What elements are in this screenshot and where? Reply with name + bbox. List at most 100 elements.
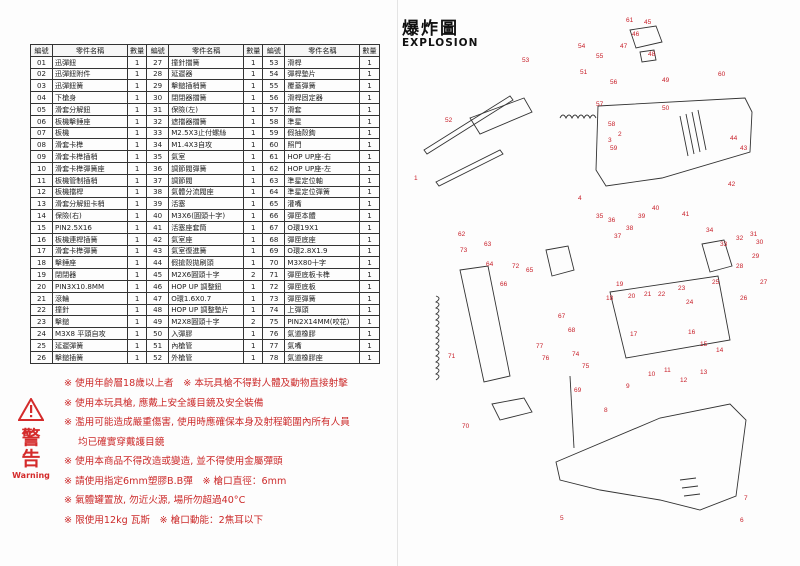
callout-number: 43 [740,145,748,152]
part-number: 77 [262,338,286,352]
part-name: 氣室復進簧 [168,244,245,258]
part-number: 20 [30,279,53,293]
callout-number: 44 [730,135,738,142]
part-name: 保險(左) [168,102,245,116]
grip-texture [679,477,701,497]
part-quantity: 1 [359,291,380,305]
part-quantity: 1 [359,244,380,258]
part-name: 滑套卡榫插梢 [52,150,128,163]
parts-table-header: 編號 零件名稱 數量 編號 零件名稱 數量 編號 零件名稱 數量 [30,44,380,57]
inner-barrel-part [423,95,514,155]
callout-number: 23 [678,285,686,292]
callout-number: 42 [728,181,736,188]
part-number: 51 [146,338,170,352]
part-name: M2X8圓頭十字 [168,315,245,329]
part-number: 64 [262,185,286,199]
callout-number: 57 [596,101,604,108]
trigger-group-part [609,275,731,359]
part-number: 22 [30,303,53,317]
part-quantity: 2 [243,315,264,329]
part-number: 10 [30,161,53,175]
part-name: 滑套卡榫 [52,138,128,152]
part-quantity: 1 [126,303,148,317]
diagram-subtitle: EXPLOSION [402,37,479,49]
part-quantity: 1 [126,67,148,81]
warning-label: 警告 Warning [10,396,52,480]
warning-item: ※ 氣體罐置放, 勿近火源, 場所勿超過40°C [64,495,246,506]
warning-item: ※ 限使用12kg 瓦斯 ※ 槍口動能：2焦耳以下 [64,514,264,526]
callout-number: 61 [626,17,634,24]
part-quantity: 1 [126,315,148,329]
col-number: 編號 [262,44,286,57]
warning-item: ※ 使用本商品不得改造或變造, 並不得使用金屬彈頭 [64,456,283,467]
lower-frame-part [555,403,747,511]
part-number: 33 [146,126,170,140]
callout-number: 72 [512,263,520,270]
part-name: 照門 [284,138,361,152]
part-quantity: 1 [359,268,380,281]
part-name: 板機擋桿 [52,185,128,199]
part-number: 30 [146,91,170,104]
part-number: 67 [262,220,286,234]
part-number: 07 [30,126,53,140]
callout-number: 6 [740,517,744,524]
col-number: 編號 [146,44,170,57]
callout-number: 35 [596,213,604,220]
part-quantity: 1 [243,91,264,104]
part-name: 下槍身 [52,91,128,104]
part-number: 73 [262,291,286,305]
part-name: 氣體分流閥座 [168,185,245,199]
part-number: 36 [146,161,170,175]
part-number: 69 [262,244,286,258]
part-number: 54 [262,67,286,81]
callout-number: 20 [628,293,636,300]
part-number: 75 [262,315,286,329]
magazine-part [459,265,511,383]
part-quantity: 1 [359,209,380,222]
part-quantity: 1 [359,327,380,340]
part-name: 滾輪 [52,291,128,305]
warning-title-char: 警 [21,427,41,449]
part-name: 氣室 [168,150,245,163]
part-number: 09 [30,150,53,163]
part-quantity: 1 [243,102,264,116]
part-name: 迅彈鈕簧 [52,79,128,93]
part-name: 彈匣底板 [284,279,361,293]
part-number: 02 [30,67,53,81]
part-number: 01 [30,55,53,69]
callout-number: 13 [700,369,708,376]
part-number: 18 [30,256,53,270]
part-number: 65 [262,197,286,211]
part-number: 43 [146,244,170,258]
part-name: 延遲器 [168,67,245,81]
part-number: 61 [262,150,286,163]
part-name: 彈匣底座 [284,232,361,246]
callout-number: 46 [632,31,640,38]
part-quantity: 1 [126,102,148,116]
callout-number: 3 [608,137,612,144]
part-number: 28 [146,67,170,81]
part-number: 60 [262,138,286,152]
part-name: 擊鎚插梢簧 [168,79,245,93]
part-name: M1.4X3自攻 [168,138,245,152]
part-number: 59 [262,126,286,140]
callout-number: 68 [568,327,576,334]
part-number: 37 [146,173,170,187]
callout-number: 10 [648,371,656,378]
part-name: 彈匣本體 [284,209,361,222]
callout-number: 58 [608,121,616,128]
part-name: 上彈頭 [284,303,361,317]
diagram-title: 爆炸圖 [402,19,459,39]
part-number: 72 [262,279,286,293]
